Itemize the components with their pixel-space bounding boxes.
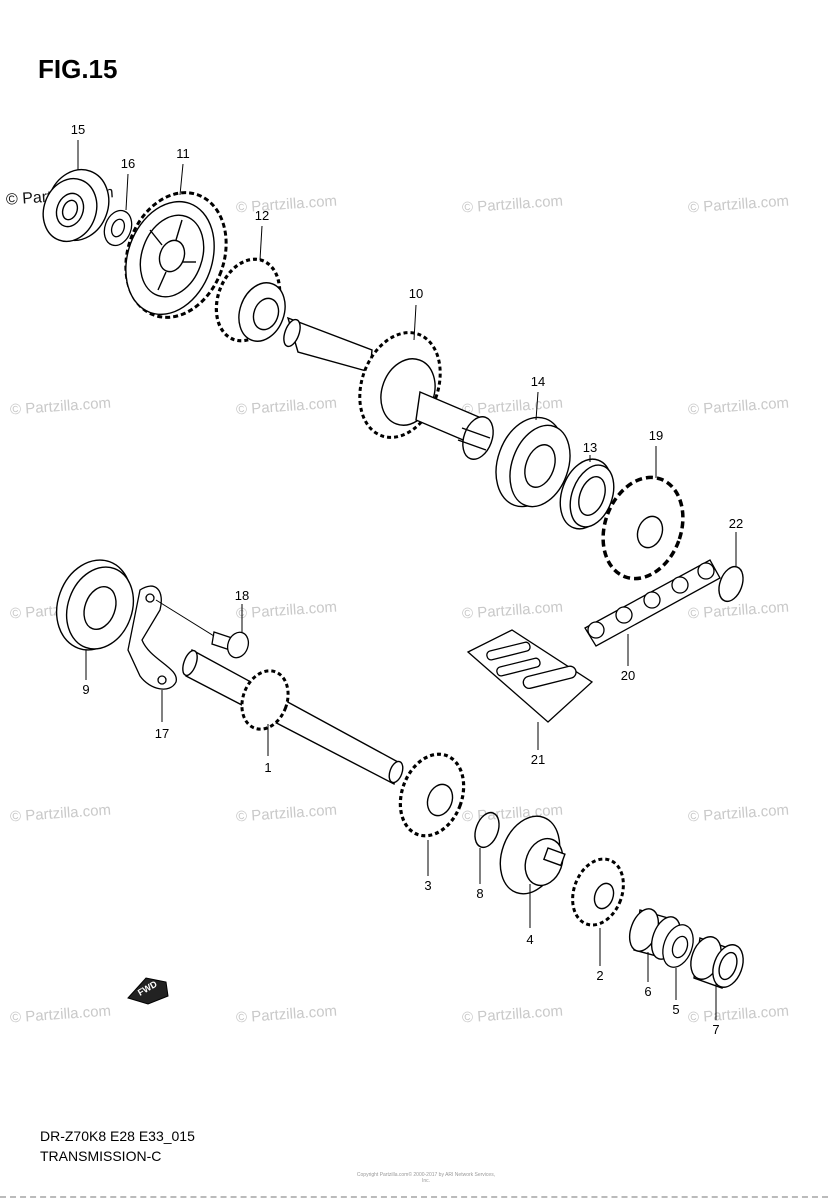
- bottom-border: [0, 1196, 828, 1198]
- drive-chain-20: [584, 559, 721, 647]
- callout-2: 2: [596, 968, 604, 983]
- callout-15: 15: [70, 122, 86, 137]
- callout-12: 12: [254, 208, 270, 223]
- callout-19: 19: [648, 428, 664, 443]
- callout-16: 16: [120, 156, 136, 171]
- figure-title: FIG.15: [38, 54, 118, 84]
- section-title: TRANSMISSION-C: [40, 1148, 162, 1164]
- gear-4: [499, 815, 566, 895]
- clip-22: [718, 565, 744, 603]
- gear-3: [398, 752, 466, 838]
- callout-21: 21: [530, 752, 546, 767]
- gear-12: [214, 257, 286, 343]
- leader-line-18: [155, 599, 215, 637]
- callout-22: 22: [728, 516, 744, 531]
- shaft-10: [283, 316, 494, 460]
- callout-3: 3: [424, 878, 432, 893]
- callout-13: 13: [582, 440, 598, 455]
- bearing-9: [55, 559, 135, 651]
- washer-5: [662, 924, 694, 968]
- chain-joint-21: [466, 629, 594, 723]
- model-code: DR-Z70K8 E28 E33_015: [40, 1128, 195, 1144]
- callout-18: 18: [234, 588, 250, 603]
- callout-7: 7: [712, 1022, 720, 1037]
- screw-18: [211, 631, 250, 659]
- main-shaft-1: [182, 648, 404, 786]
- callout-10: 10: [408, 286, 424, 301]
- callout-17: 17: [154, 726, 170, 741]
- callout-20: 20: [620, 668, 636, 683]
- sprocket-19: [601, 475, 685, 581]
- callout-11: 11: [176, 146, 190, 161]
- gear-2: [571, 857, 625, 927]
- oil-seal-13: [559, 458, 615, 530]
- forward-arrow-icon: FWD: [127, 977, 169, 1005]
- circlip-8: [474, 811, 500, 849]
- bearing-retainer-plate-17: [127, 585, 177, 690]
- gear-11: [124, 191, 228, 319]
- callout-4: 4: [526, 932, 534, 947]
- callout-6: 6: [644, 984, 652, 999]
- callout-1: 1: [264, 760, 272, 775]
- callout-8: 8: [476, 886, 484, 901]
- bearing-14: [495, 416, 571, 508]
- callout-14: 14: [530, 374, 546, 389]
- callout-5: 5: [672, 1002, 680, 1017]
- washer-16: [103, 209, 133, 247]
- bearing-15: [42, 168, 110, 243]
- callout-9: 9: [82, 682, 90, 697]
- leader-lines: [77, 140, 737, 1020]
- copyright-note: Copyright Partzilla.com© 2000-2017 by AR…: [356, 1172, 496, 1184]
- needle-bearing-7: [690, 936, 744, 989]
